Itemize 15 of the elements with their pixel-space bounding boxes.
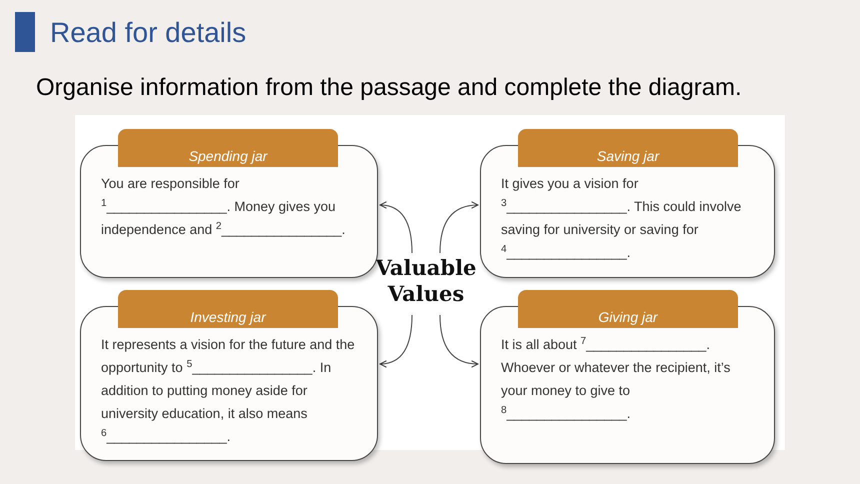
- curved-arrow: [440, 314, 478, 368]
- jar-description: It is all about $^{7}$________________. Whoever or whatever the recipient, it’s your money to give to $^{8}$________________.: [501, 334, 732, 423]
- central-title: Valuable Values: [367, 255, 485, 307]
- jar-description: It gives you a vision for $^{3}$________________. This could involve saving for university or saving for $^{4}$________________.: [501, 175, 742, 262]
- jar-description: You are responsible for $^{1}$________________. Money gives you independence and $^{2}$________________.: [101, 175, 346, 239]
- instruction-text: Organise information from the passage and complete the diagram.: [36, 73, 742, 103]
- slide-title: Read for details: [50, 16, 246, 50]
- curved-arrow: [380, 202, 412, 254]
- jar-description: It represents a vision for the future and the opportunity to $^{5}$________________. In addition to putting money aside for university education, it also means $^{6}$________________.: [101, 336, 356, 446]
- curved-arrow: [380, 314, 412, 368]
- curved-arrow: [440, 202, 478, 254]
- jar-heading: Saving jar: [518, 129, 738, 167]
- jar-heading: Spending jar: [118, 129, 338, 167]
- jar-heading: Investing jar: [118, 290, 338, 328]
- jar-heading: Giving jar: [518, 290, 738, 328]
